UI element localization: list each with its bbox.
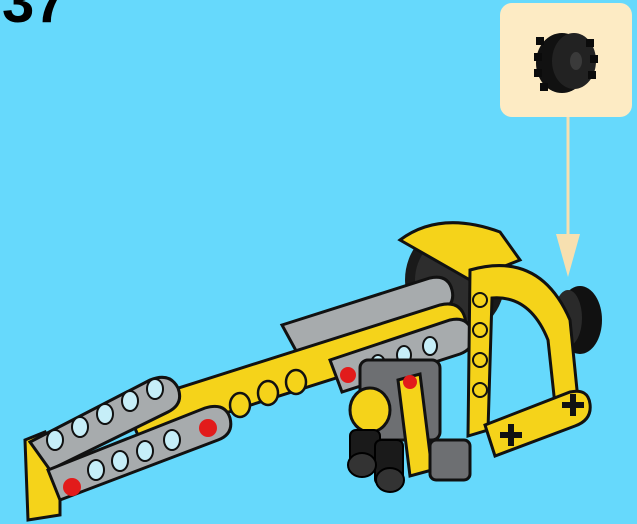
wheels: [348, 430, 404, 492]
